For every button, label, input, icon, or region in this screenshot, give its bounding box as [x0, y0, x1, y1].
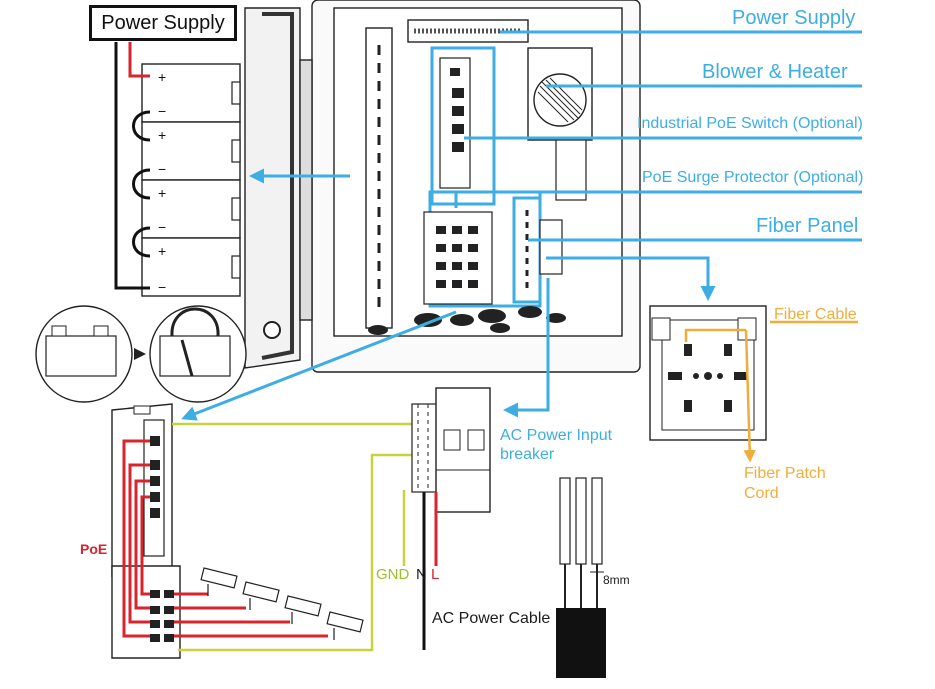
- battery-sign: +: [158, 69, 166, 85]
- surge-protector-external: [111, 565, 181, 659]
- din-rail: [365, 27, 393, 329]
- blower-heater-label: Blower & Heater: [702, 61, 848, 83]
- battery-stack: [114, 42, 241, 297]
- fiber-splice-box: [649, 305, 767, 441]
- cable-glands: [368, 306, 566, 335]
- power-supply-box-label: Power Supply: [89, 5, 237, 41]
- fiber-lines: [684, 320, 858, 463]
- poe-label: PoE: [80, 541, 108, 557]
- battery-sign: +: [158, 243, 166, 259]
- poe-switch-inside: [430, 46, 496, 206]
- fiber-patch-label-line1: Fiber Patch: [744, 465, 826, 482]
- ac-input-wires: [422, 492, 438, 650]
- ac-breaker-label-line2: breaker: [500, 446, 555, 463]
- fiber-patch-label-line2: Cord: [744, 485, 779, 502]
- poe-switch-external: [111, 403, 173, 577]
- gnd-label: GND: [376, 566, 410, 583]
- battery-sign: +: [158, 127, 166, 143]
- ground-wires: [172, 422, 412, 652]
- battery-sign: −: [158, 103, 166, 119]
- battery-sign: +: [158, 185, 166, 201]
- ac-cable-terminals: [556, 477, 606, 678]
- wire-size-label: 8mm: [603, 573, 630, 587]
- fiber-panel-label: Fiber Panel: [756, 215, 859, 237]
- ac-breaker-label-line1: AC Power Input: [500, 427, 613, 444]
- poe-switch-label: Industrial PoE Switch (Optional): [637, 115, 863, 132]
- battery-terminal-signs: + − + − + − + −: [158, 69, 166, 295]
- battery-sign: −: [158, 279, 166, 295]
- battery-detail-circles: [35, 305, 247, 403]
- battery-sign: −: [158, 161, 166, 177]
- ac-breaker: [411, 387, 491, 513]
- fiber-cable-label: Fiber Cable: [774, 306, 857, 323]
- live-label: L: [431, 566, 440, 583]
- poe-wires: [122, 439, 328, 638]
- power-supply-label: Power Supply: [732, 7, 856, 29]
- cameras: [200, 567, 364, 640]
- neutral-label: N: [416, 566, 427, 583]
- blower-heater-unit: [527, 47, 593, 201]
- battery-sign: −: [158, 219, 166, 235]
- surge-protector-label: PoE Surge Protector (Optional): [642, 169, 864, 186]
- callout-lines: [181, 30, 862, 421]
- fiber-panel-inside: [512, 196, 563, 304]
- ac-power-cable-label: AC Power Cable: [432, 610, 551, 627]
